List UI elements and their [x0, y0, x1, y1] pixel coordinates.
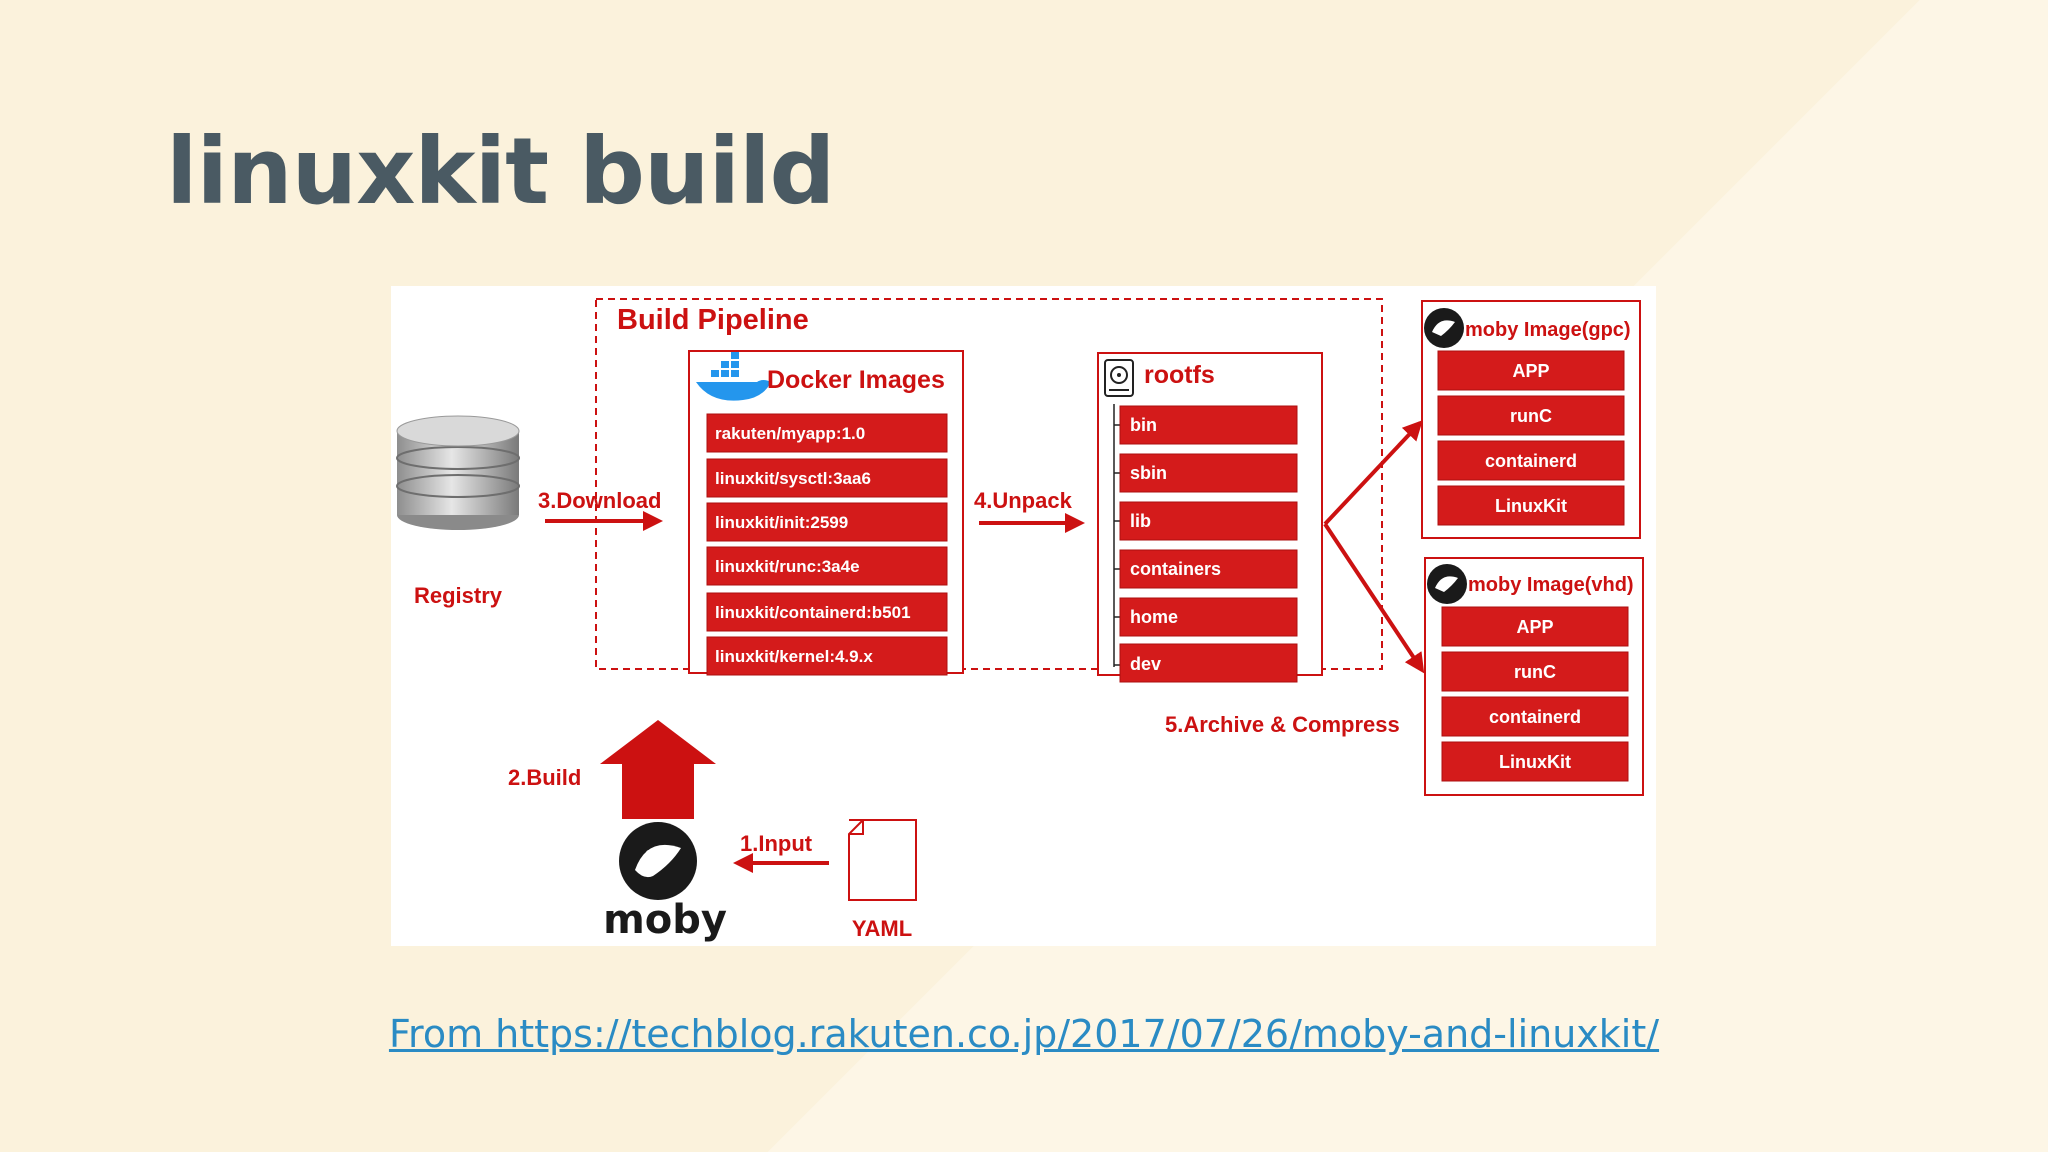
output-item: containerd — [1441, 696, 1629, 737]
output-item: runC — [1441, 651, 1629, 692]
rootfs-item: sbin — [1114, 453, 1298, 493]
rootfs-item: bin — [1114, 405, 1298, 445]
archive-arrow-upper — [1323, 420, 1423, 526]
build-pipeline-title: Build Pipeline — [617, 304, 809, 336]
linuxkit-build-diagram: Build Pipeline Registry 3.Download Docke… — [391, 286, 1656, 946]
moby-logo-icon — [1427, 564, 1467, 604]
docker-images-list: rakuten/myapp:1.0 linuxkit/sysctl:3aa6 l… — [706, 413, 948, 676]
svg-text:rakuten/myapp:1.0: rakuten/myapp:1.0 — [715, 424, 865, 443]
step-build-label: 2.Build — [508, 765, 581, 790]
svg-text:linuxkit/runc:3a4e: linuxkit/runc:3a4e — [715, 557, 860, 576]
svg-text:runC: runC — [1510, 406, 1552, 426]
docker-image-item: linuxkit/sysctl:3aa6 — [706, 458, 948, 498]
svg-text:containerd: containerd — [1489, 707, 1581, 727]
moby-logo-icon — [1424, 308, 1464, 348]
docker-image-item: rakuten/myapp:1.0 — [706, 413, 948, 453]
build-pipeline-frame — [595, 298, 1383, 670]
docker-whale-icon — [696, 352, 771, 401]
svg-text:sbin: sbin — [1130, 463, 1167, 483]
svg-text:lib: lib — [1130, 511, 1151, 531]
svg-text:containerd: containerd — [1485, 451, 1577, 471]
svg-text:linuxkit/containerd:b501: linuxkit/containerd:b501 — [715, 603, 911, 622]
moby-logo-icon — [619, 822, 697, 900]
docker-image-item: linuxkit/containerd:b501 — [706, 592, 948, 632]
yaml-label: YAML — [852, 916, 912, 941]
hard-disk-icon — [1104, 359, 1134, 397]
svg-text:bin: bin — [1130, 415, 1157, 435]
output-item: APP — [1441, 606, 1629, 647]
output-item: LinuxKit — [1437, 485, 1625, 526]
svg-text:linuxkit/init:2599: linuxkit/init:2599 — [715, 513, 848, 532]
svg-text:home: home — [1130, 607, 1178, 627]
output-item: LinuxKit — [1441, 741, 1629, 782]
database-icon — [396, 415, 520, 530]
registry-label: Registry — [414, 583, 503, 608]
svg-text:dev: dev — [1130, 654, 1161, 674]
archive-arrow-lower — [1323, 522, 1425, 674]
rootfs-list: bin sbin lib containers home dev — [1114, 405, 1298, 683]
moby-image-gpc-title: moby Image(gpc) — [1465, 319, 1631, 341]
svg-text:runC: runC — [1514, 662, 1556, 682]
build-arrow — [600, 720, 716, 819]
step-input-label: 1.Input — [740, 831, 813, 856]
docker-image-item: linuxkit/init:2599 — [706, 502, 948, 542]
output-item: runC — [1437, 395, 1625, 436]
svg-text:LinuxKit: LinuxKit — [1495, 496, 1567, 516]
output-item: containerd — [1437, 440, 1625, 481]
docker-images-title: Docker Images — [767, 366, 945, 394]
svg-text:LinuxKit: LinuxKit — [1499, 752, 1571, 772]
output-item: APP — [1437, 350, 1625, 391]
page-title: linuxkit build — [166, 118, 835, 225]
svg-text:APP: APP — [1512, 361, 1549, 381]
rootfs-item: lib — [1114, 501, 1298, 541]
rootfs-item: dev — [1114, 643, 1298, 683]
docker-image-item: linuxkit/kernel:4.9.x — [706, 636, 948, 676]
step-archive-label: 5.Archive & Compress — [1165, 712, 1400, 737]
rootfs-title: rootfs — [1144, 361, 1215, 389]
step-unpack-label: 4.Unpack — [974, 488, 1073, 513]
rootfs-item: containers — [1114, 549, 1298, 589]
svg-text:containers: containers — [1130, 559, 1221, 579]
moby-label: moby — [603, 897, 727, 943]
docker-image-item: linuxkit/runc:3a4e — [706, 546, 948, 586]
moby-image-vhd-title: moby Image(vhd) — [1468, 574, 1634, 596]
moby-image-gpc-list: APP runC containerd LinuxKit — [1437, 350, 1625, 526]
svg-text:APP: APP — [1516, 617, 1553, 637]
step-download-label: 3.Download — [538, 488, 661, 513]
svg-text:linuxkit/kernel:4.9.x: linuxkit/kernel:4.9.x — [715, 647, 873, 666]
svg-text:linuxkit/sysctl:3aa6: linuxkit/sysctl:3aa6 — [715, 469, 871, 488]
yaml-file-icon — [848, 819, 917, 901]
source-link[interactable]: From https://techblog.rakuten.co.jp/2017… — [388, 1012, 1660, 1056]
rootfs-item: home — [1114, 597, 1298, 637]
moby-image-vhd-list: APP runC containerd LinuxKit — [1441, 606, 1629, 782]
